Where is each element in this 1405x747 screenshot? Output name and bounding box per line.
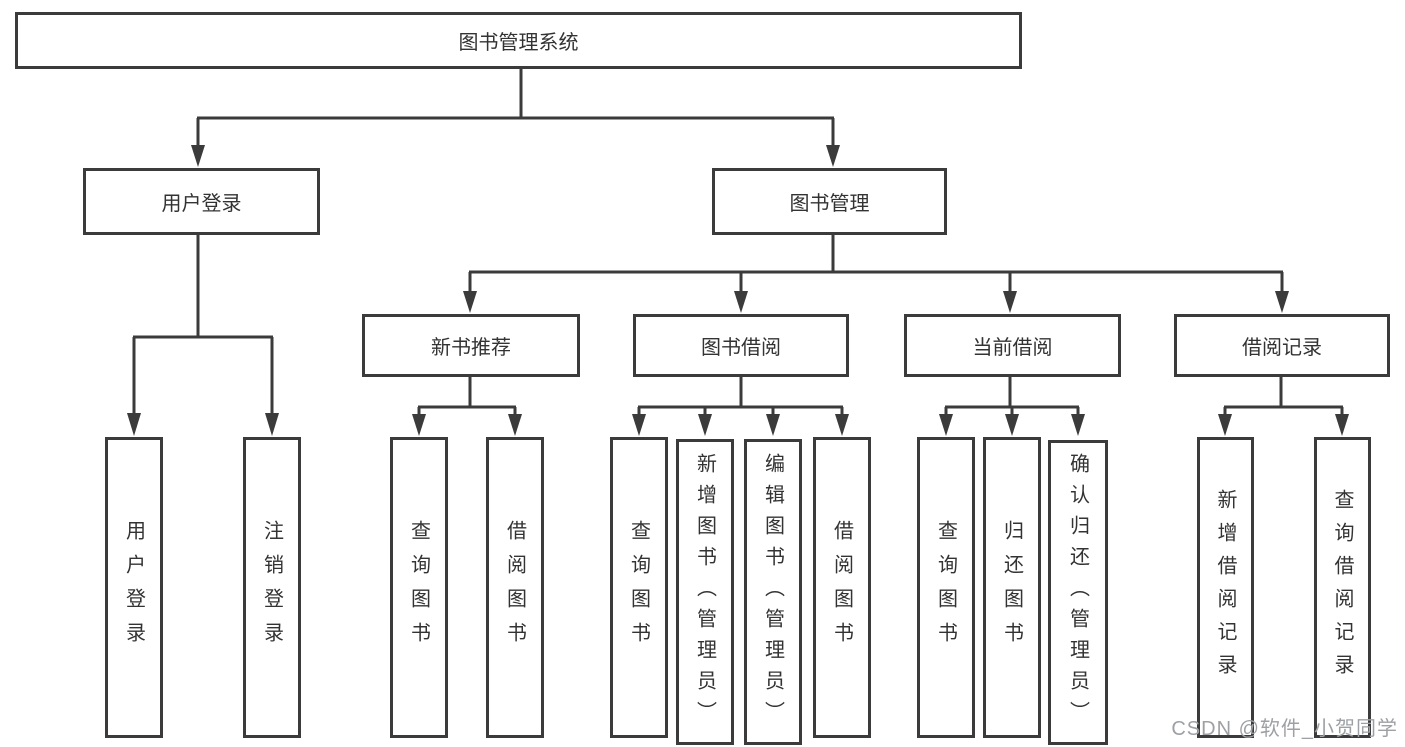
branch-user-login: 用户登录 <box>83 168 320 235</box>
leaf-confirm-return-admin: 确认归还（管理员） <box>1048 440 1108 745</box>
group-current-borrowing: 当前借阅 <box>904 314 1121 377</box>
leaf-logout: 注销登录 <box>243 437 301 738</box>
leaf-query-borrow-record: 查询借阅记录 <box>1314 437 1371 738</box>
leaf-query-books-recommend: 查询图书 <box>390 437 448 738</box>
leaf-query-books-borrowing: 查询图书 <box>610 437 668 738</box>
leaf-add-book-admin: 新增图书（管理员） <box>676 439 734 745</box>
group-book-borrowing: 图书借阅 <box>633 314 849 377</box>
branch-book-management: 图书管理 <box>712 168 947 235</box>
leaf-user-login: 用户登录 <box>105 437 163 738</box>
leaf-add-borrow-record: 新增借阅记录 <box>1197 437 1254 738</box>
node-root: 图书管理系统 <box>15 12 1022 69</box>
group-new-book-recommend: 新书推荐 <box>362 314 580 377</box>
watermark: CSDN @软件_小贺同学 <box>1171 718 1398 740</box>
group-borrowing-records: 借阅记录 <box>1174 314 1390 377</box>
leaf-edit-book-admin: 编辑图书（管理员） <box>744 439 802 745</box>
leaf-borrow-books-borrowing: 借阅图书 <box>813 437 871 738</box>
leaf-return-books: 归还图书 <box>983 437 1041 738</box>
leaf-borrow-books-recommend: 借阅图书 <box>486 437 544 738</box>
leaf-query-books-current: 查询图书 <box>917 437 975 738</box>
